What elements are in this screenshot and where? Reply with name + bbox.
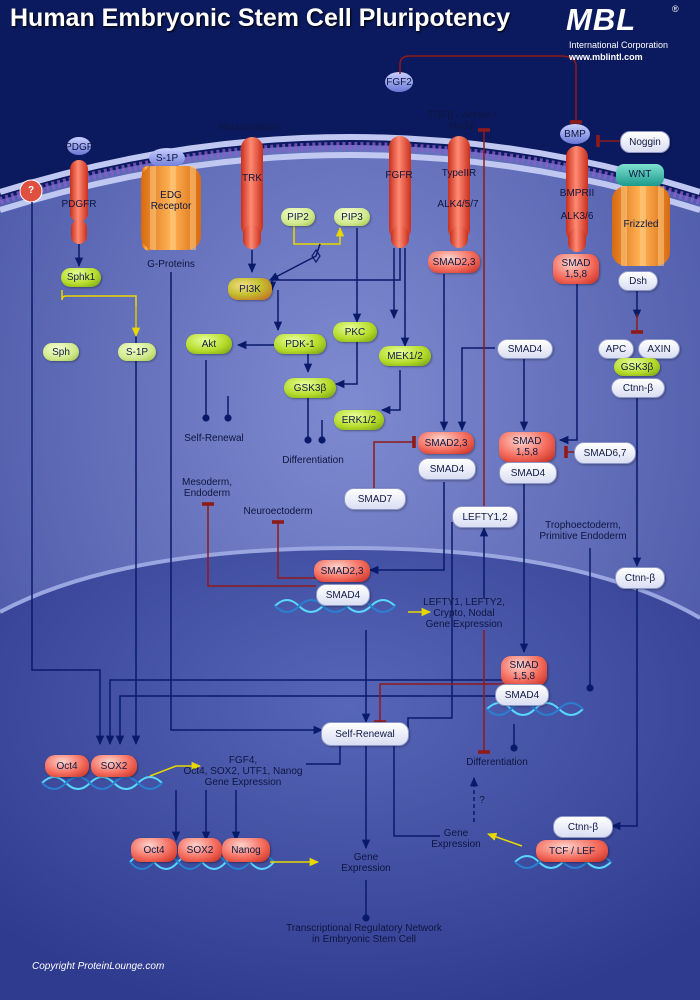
smad4-node-a: SMAD4 xyxy=(497,339,553,359)
mbl-logo: MBL xyxy=(566,2,637,37)
dna-helix-oct4-sox2-nanog xyxy=(129,854,275,870)
bmp-ligand xyxy=(560,124,590,144)
alk36-label: ALK3/6 xyxy=(560,211,594,222)
tcf-lef-node: TCF / LEF xyxy=(536,840,608,862)
ctnnb-cyto-node: Ctnn-β xyxy=(611,378,665,398)
brand-block: MBL ® International Corporation www.mbli… xyxy=(566,4,692,64)
g-proteins-label: G-Proteins xyxy=(147,259,195,270)
pdgfr-label: PDGFR xyxy=(61,199,97,210)
copyright-label: Copyright ProteinLounge.com xyxy=(32,961,165,972)
gsk3b-wnt-node: GSK3β xyxy=(614,358,660,376)
smad67-node: SMAD6,7 xyxy=(574,442,636,464)
sox2-node-a: SOX2 xyxy=(91,755,137,777)
axin-node: AXIN xyxy=(638,339,680,359)
trk-receptor xyxy=(241,137,263,237)
smad23-complex-node: SMAD2,3 xyxy=(418,432,474,454)
smad4-complex-node-a: SMAD4 xyxy=(418,458,476,480)
oct4-node-a: Oct4 xyxy=(45,755,89,777)
pip3-node: PIP3 xyxy=(334,208,370,226)
nanog-node: Nanog xyxy=(222,838,270,862)
mek12-node: MEK1/2 xyxy=(379,346,431,366)
registered-mark: ® xyxy=(672,4,679,14)
differentiation-cyto-label: Differentiation xyxy=(282,455,344,466)
bmp-label: BMP xyxy=(564,129,586,140)
lefty-gene-expression-label: LEFTY1, LEFTY2, Crypto, Nodal Gene Expre… xyxy=(423,597,505,630)
trk-label: TRK xyxy=(242,173,262,184)
wnt-label: WNT xyxy=(628,169,652,180)
erk12-node: ERK1/2 xyxy=(334,410,384,430)
differentiation-nuc-label: Differentiation xyxy=(466,757,528,768)
dna-helix-oct4-sox2 xyxy=(41,776,163,790)
pip2-node: PIP2 xyxy=(281,208,315,226)
unknown-factor-label: ? xyxy=(27,185,35,196)
bmprii-receptor xyxy=(566,146,588,242)
fgfr-label: FGFR xyxy=(385,170,413,181)
lefty12-node: LEFTY1,2 xyxy=(452,506,518,528)
sph-node: Sph xyxy=(43,343,79,361)
apc-node: APC xyxy=(598,339,634,359)
smad4-complex-node-b: SMAD4 xyxy=(499,462,557,484)
unknown-link-label: ? xyxy=(479,795,485,806)
pi3k-node: PI3K xyxy=(228,278,272,300)
smad23-nuc-node: SMAD2,3 xyxy=(314,560,370,582)
diagram-title: Human Embryonic Stem Cell Pluripotency xyxy=(10,4,511,32)
gene-expression-center-label: Gene Expression xyxy=(341,852,391,874)
smad7-node: SMAD7 xyxy=(344,488,406,510)
gene-expression-right-label: Gene Expression xyxy=(431,828,481,850)
trophoectoderm-label: Trophoectoderm, Primitive Endoderm xyxy=(539,520,627,542)
smad4-nuc2-node: SMAD4 xyxy=(495,684,549,706)
pdgfr-receptor xyxy=(70,160,88,222)
smad158-complex-node: SMAD 1,5,8 xyxy=(499,432,555,462)
noggin-node: Noggin xyxy=(620,131,670,153)
s1p-ligand xyxy=(149,148,185,168)
sox2-node-b: SOX2 xyxy=(178,838,222,862)
fgf2-ligand xyxy=(385,72,413,92)
pdgf-label: PDGF xyxy=(65,142,93,153)
alk457-label: ALK4/5/7 xyxy=(437,199,479,210)
gsk3b-node: GSK3β xyxy=(284,378,336,398)
dsh-node: Dsh xyxy=(618,271,658,291)
pdgf-ligand xyxy=(67,137,91,155)
ctnnb-mid-node: Ctnn-β xyxy=(615,567,665,589)
akt-node: Akt xyxy=(186,334,232,354)
smad4-nuc-node: SMAD4 xyxy=(316,584,370,606)
pkc-node: PKC xyxy=(333,322,377,342)
s1p-ligand-label: S-1P xyxy=(155,153,179,164)
bmprii-label: BMPRII xyxy=(559,188,595,199)
smad158-nuc-node: SMAD 1,5,8 xyxy=(501,656,547,686)
unknown-factor-icon xyxy=(19,179,43,203)
oct4-node-b: Oct4 xyxy=(131,838,177,862)
frizzled-label: Frizzled xyxy=(623,219,659,230)
fgf4-gene-expression-label: FGF4, Oct4, SOX2, UTF1, Nanog Gene Expre… xyxy=(183,755,303,788)
wnt-ligand xyxy=(616,164,664,186)
brand-subtitle: International Corporation xyxy=(569,40,669,50)
transcriptional-network-label: Transcriptional Regulatory Network in Em… xyxy=(286,923,442,945)
smad158-receptor-node: SMAD 1,5,8 xyxy=(553,254,599,284)
pdk1-node: PDK-1 xyxy=(274,334,326,354)
fgfr-receptor xyxy=(389,136,411,240)
s1p-node: S-1P xyxy=(118,343,156,361)
self-renewal-nuc-node: Self-Renewal xyxy=(321,722,409,746)
brand-url: www.mblintl.com xyxy=(569,52,643,62)
self-renewal-cyto-label: Self-Renewal xyxy=(184,433,244,444)
neuroectoderm-label: Neuroectoderm xyxy=(243,506,313,517)
typeiir-label: TypeIIR xyxy=(441,168,477,179)
fgf2-label: FGF2 xyxy=(386,77,412,88)
sphk1-node: Sphk1 xyxy=(61,268,101,287)
mesoderm-endoderm-label: Mesoderm, Endoderm xyxy=(181,477,233,499)
neurotrophins-label: Neurotrophins xyxy=(218,122,282,133)
typeiir-receptor xyxy=(448,136,470,240)
smad23-receptor-node: SMAD2,3 xyxy=(428,251,480,273)
ctnnb-nuc-node: Ctnn-β xyxy=(553,816,613,838)
tgfb-label: TGFβ / Activin / Nodal xyxy=(427,110,497,132)
edg-receptor-label: EDG Receptor xyxy=(150,190,192,212)
